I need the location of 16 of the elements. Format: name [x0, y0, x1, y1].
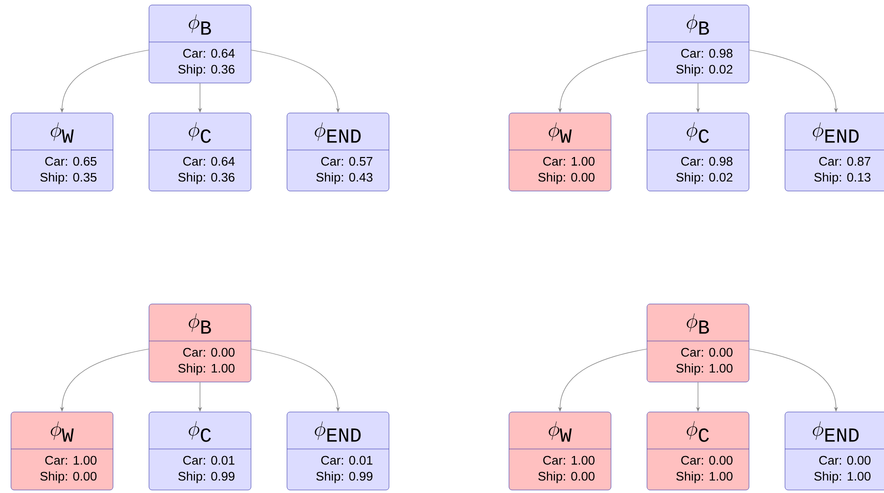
probability-box: $\phi_{\texttt{C}}$ Car: 0.98 Ship: 0.02 [646, 112, 750, 192]
probability-box: $\phi_{\texttt{C}}$ Car: 0.64 Ship: 0.36 [148, 112, 252, 192]
probability-box: $\phi_{\texttt{B}}$ Car: 0.00 Ship: 1.00 [148, 304, 252, 382]
probability-box: $\phi_{\texttt{C}}$ Car: 0.00 Ship: 1.00 [646, 412, 750, 490]
probability-box: $\phi_{\texttt{END}}$ Car: 0.57 Ship: 0.43 [286, 112, 390, 192]
probability-box: $\phi_{\texttt{END}}$ Car: 0.01 Ship: 0.99 [286, 412, 390, 490]
probability-box: $\phi_{\texttt{W}}$ Car: 0.65 Ship: 0.35 [10, 112, 114, 192]
probability-box: $\phi_{\texttt{C}}$ Car: 0.01 Ship: 0.99 [148, 412, 252, 490]
probability-box: $\phi_{\texttt{B}}$ Car: 0.00 Ship: 1.00 [646, 304, 750, 382]
probability-box: $\phi_{\texttt{B}}$ Car: 0.64 Ship: 0.36 [148, 4, 252, 84]
probability-box: $\phi_{\texttt{W}}$ Car: 1.00 Ship: 0.00 [508, 112, 612, 192]
probability-box: $\phi_{\texttt{W}}$ Car: 1.00 Ship: 0.00 [508, 412, 612, 490]
probability-box: $\phi_{\texttt{W}}$ Car: 1.00 Ship: 0.00 [10, 412, 114, 490]
probability-box: $\phi_{\texttt{B}}$ Car: 0.98 Ship: 0.02 [646, 4, 750, 84]
probability-box: $\phi_{\texttt{END}}$ Car: 0.00 Ship: 1.00 [784, 412, 884, 490]
probability-box: $\phi_{\texttt{END}}$ Car: 0.87 Ship: 0.13 [784, 112, 884, 192]
